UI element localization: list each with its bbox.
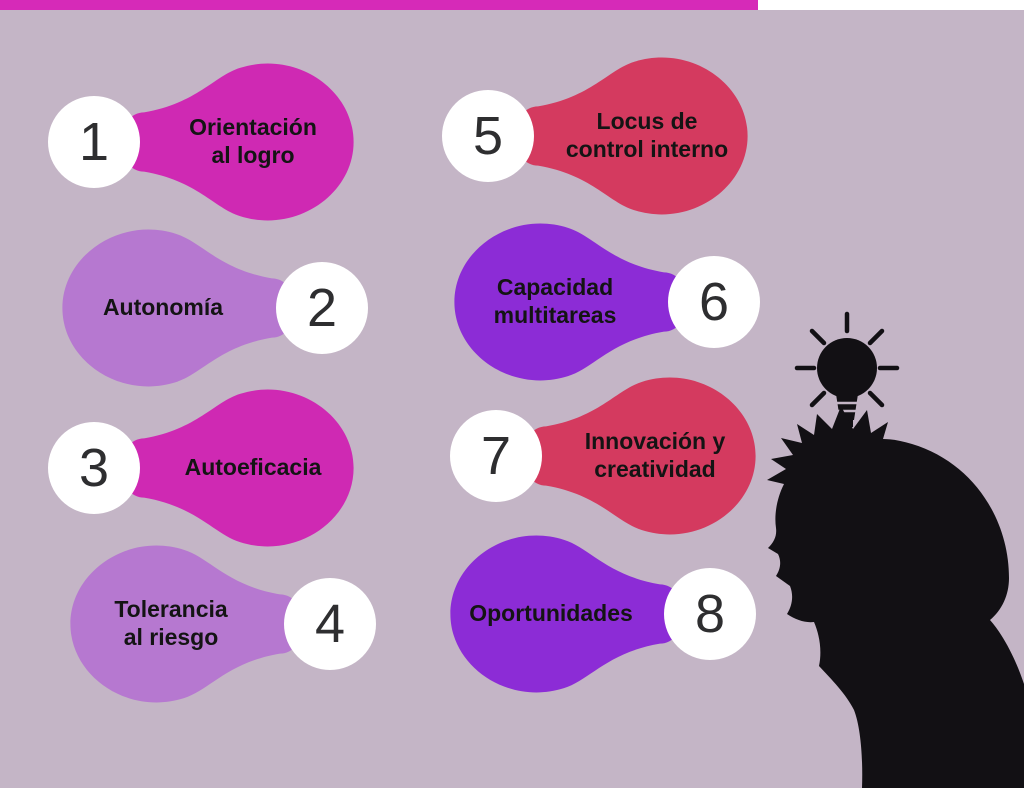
item-orientacion-al-logro: 1 Orientación al logro <box>48 58 360 226</box>
number-badge: 5 <box>442 90 534 182</box>
item-label: Autoeficacia <box>184 454 322 481</box>
item-number: 5 <box>472 106 504 166</box>
number-badge: 2 <box>276 262 368 354</box>
item-number: 4 <box>314 594 346 654</box>
item-capacidad-multitareas: 6 Capacidad multitareas <box>448 218 760 386</box>
number-badge: 8 <box>664 568 756 660</box>
item-number: 2 <box>306 278 338 338</box>
item-label: Tolerancia al riesgo <box>114 596 228 650</box>
item-label: Locus de control interno <box>565 108 729 162</box>
item-number: 1 <box>78 112 110 172</box>
number-badge: 4 <box>284 578 376 670</box>
item-label: Capacidad multitareas <box>493 274 617 328</box>
item-label: Orientación al logro <box>189 114 317 168</box>
item-locus-de-control-interno: 5 Locus de control interno <box>442 52 754 220</box>
item-number: 8 <box>694 584 726 644</box>
item-label: Oportunidades <box>469 600 633 627</box>
item-number: 7 <box>480 426 512 486</box>
item-number: 6 <box>698 272 730 332</box>
number-badge: 6 <box>668 256 760 348</box>
number-badge: 3 <box>48 422 140 514</box>
number-badge: 1 <box>48 96 140 188</box>
item-tolerancia-al-riesgo: 4 Tolerancia al riesgo <box>64 540 376 708</box>
item-label: Autonomía <box>102 294 224 321</box>
top-accent-bar <box>0 0 758 10</box>
top-bar-gap <box>758 0 1024 10</box>
number-badge: 7 <box>450 410 542 502</box>
item-number: 3 <box>78 438 110 498</box>
item-label: Innovación y creatividad <box>584 428 726 482</box>
item-autonomia: 2 Autonomía <box>56 224 368 392</box>
item-oportunidades: 8 Oportunidades <box>444 530 756 698</box>
person-head-silhouette-icon <box>767 406 1024 788</box>
item-innovacion-y-creatividad: 7 Innovación y creatividad <box>450 372 762 540</box>
item-autoeficacia: 3 Autoeficacia <box>48 384 360 552</box>
